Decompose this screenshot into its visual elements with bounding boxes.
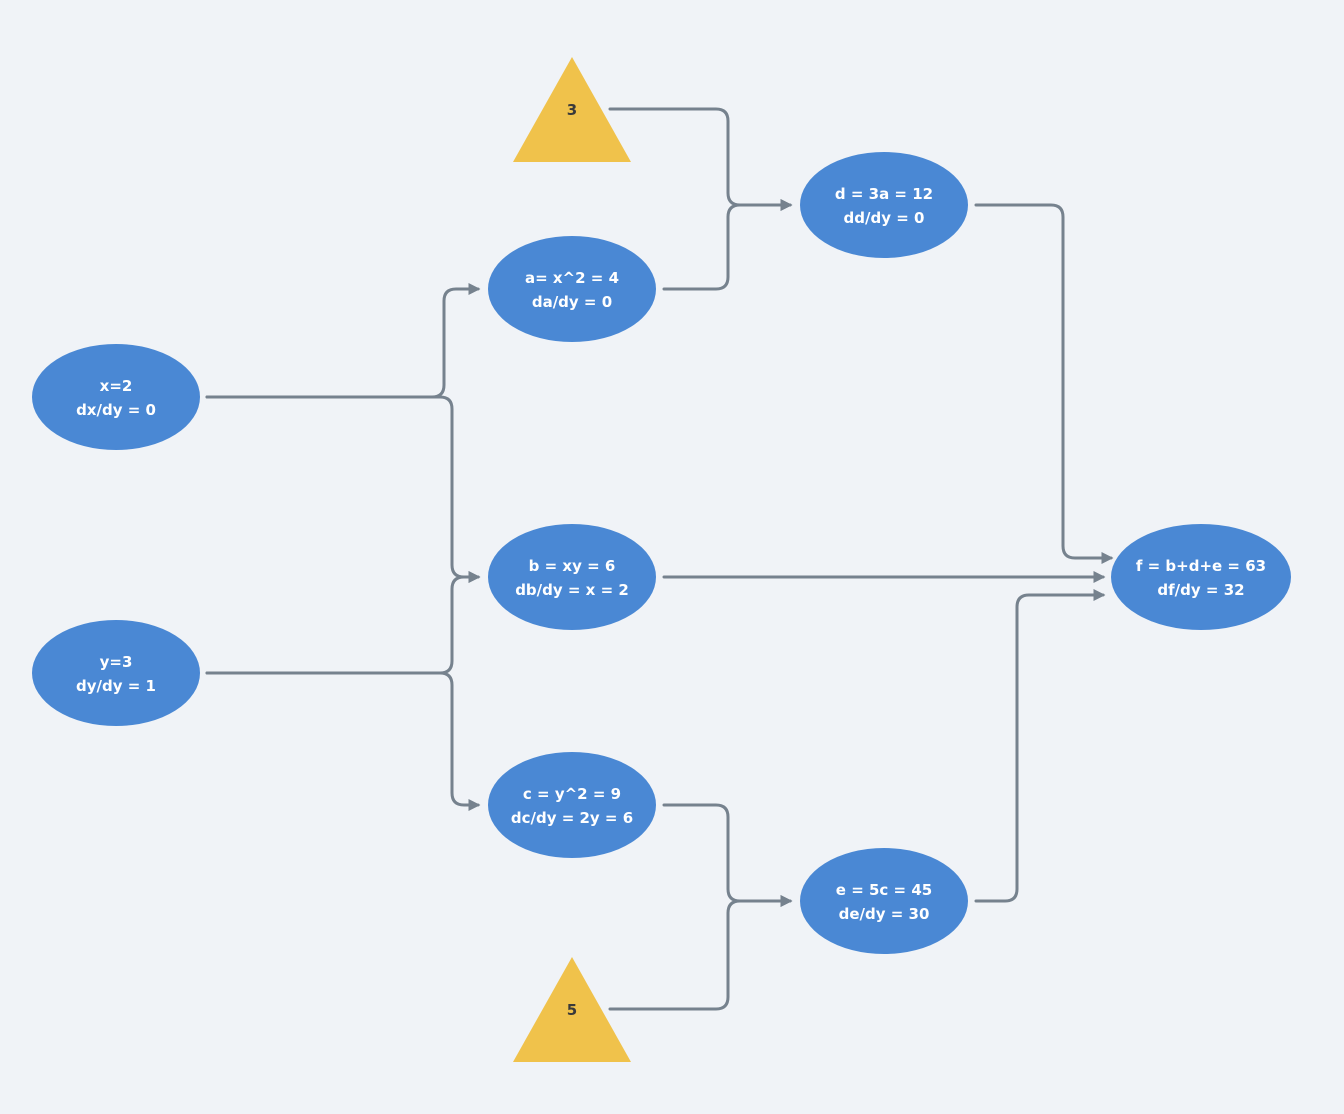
node-shape <box>488 752 656 858</box>
node-value: x=2 <box>100 377 133 395</box>
node-shape <box>1111 524 1291 630</box>
edge-five-to-e <box>608 895 793 1011</box>
edge-a-to-d <box>662 199 793 291</box>
edge-three-to-d <box>608 107 793 211</box>
edges <box>205 107 1114 1011</box>
node-value: y=3 <box>100 653 133 671</box>
node-derivative: da/dy = 0 <box>532 293 612 311</box>
edge-y-to-c <box>205 671 481 811</box>
node-value: b = xy = 6 <box>529 557 616 575</box>
edge-c-to-e <box>662 803 793 907</box>
node-shape <box>800 848 968 954</box>
node-value: f = b+d+e = 63 <box>1136 557 1266 575</box>
node-derivative: dd/dy = 0 <box>844 209 925 227</box>
node-c: c = y^2 = 9 dc/dy = 2y = 6 <box>488 752 656 858</box>
node-b: b = xy = 6 db/dy = x = 2 <box>488 524 656 630</box>
edge-d-to-f <box>974 203 1114 564</box>
node-e: e = 5c = 45 de/dy = 30 <box>800 848 968 954</box>
edge-y-to-b <box>205 571 481 675</box>
node-d: d = 3a = 12 dd/dy = 0 <box>800 152 968 258</box>
node-y: y=3 dy/dy = 1 <box>32 620 200 726</box>
node-derivative: dx/dy = 0 <box>76 401 156 419</box>
node-shape <box>32 620 200 726</box>
node-derivative: de/dy = 30 <box>839 905 930 923</box>
node-shape <box>488 524 656 630</box>
node-derivative: dy/dy = 1 <box>76 677 156 695</box>
edge-x-to-b <box>205 395 481 583</box>
node-f: f = b+d+e = 63 df/dy = 32 <box>1111 524 1291 630</box>
node-a: a= x^2 = 4 da/dy = 0 <box>488 236 656 342</box>
node-value: c = y^2 = 9 <box>523 785 621 803</box>
node-shape <box>32 344 200 450</box>
node-shape <box>800 152 968 258</box>
edge-x-to-a <box>205 283 481 399</box>
triangle-shape <box>513 957 631 1062</box>
node-value: d = 3a = 12 <box>835 185 933 203</box>
node-derivative: df/dy = 32 <box>1157 581 1244 599</box>
node-derivative: dc/dy = 2y = 6 <box>511 809 633 827</box>
constant-node-five: 5 <box>513 957 631 1062</box>
node-value: e = 5c = 45 <box>836 881 932 899</box>
edge-e-to-f <box>974 589 1106 903</box>
constant-label: 3 <box>567 101 577 119</box>
constant-node-three: 3 <box>513 57 631 162</box>
constant-label: 5 <box>567 1001 577 1019</box>
node-value: a= x^2 = 4 <box>525 269 619 287</box>
triangle-shape <box>513 57 631 162</box>
node-x: x=2 dx/dy = 0 <box>32 344 200 450</box>
node-shape <box>488 236 656 342</box>
node-derivative: db/dy = x = 2 <box>515 581 629 599</box>
